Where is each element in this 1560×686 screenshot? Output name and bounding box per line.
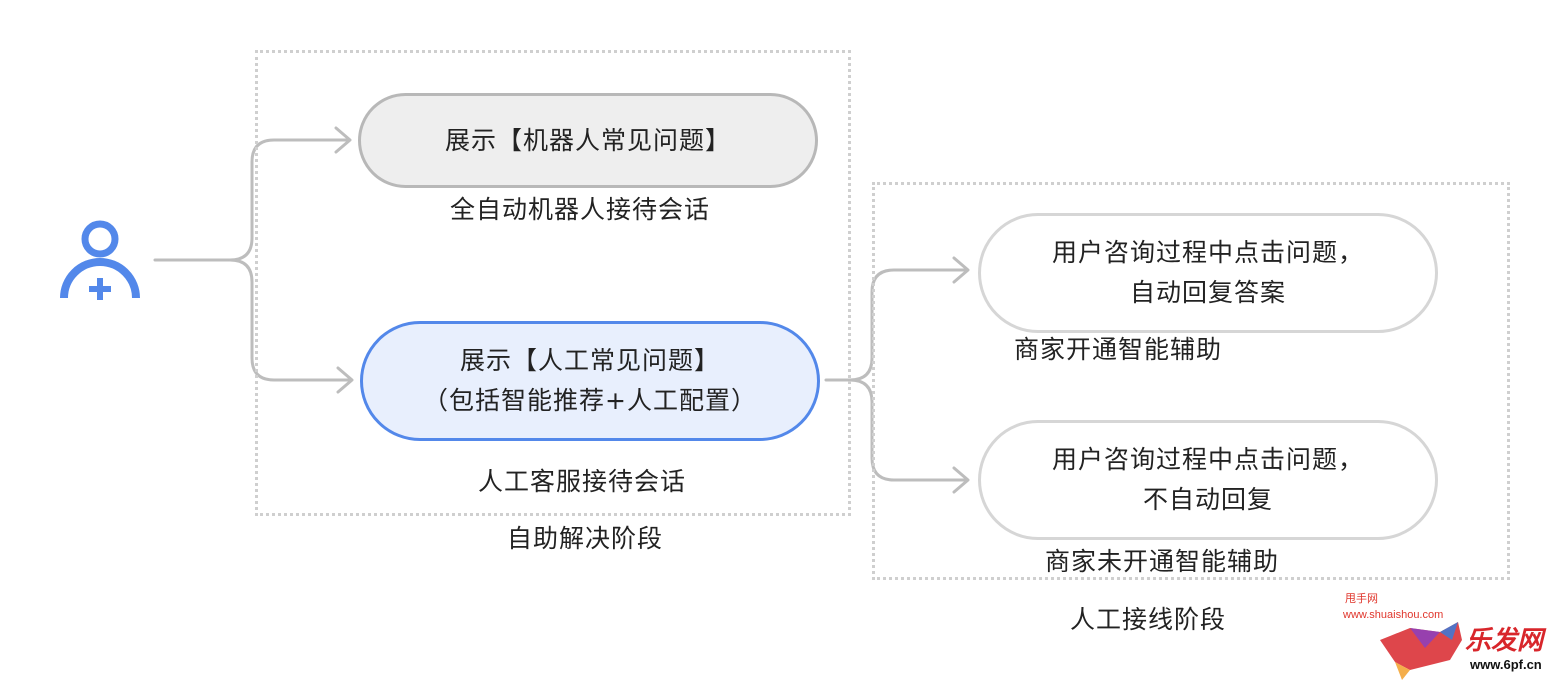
option-human-faq-line-1: 展示【人工常见问题】 — [459, 346, 720, 375]
option-auto-reply-line-1: 用户咨询过程中点击问题， — [1051, 238, 1364, 267]
arrowhead-human — [336, 366, 354, 394]
connector-user-trunk — [153, 138, 350, 262]
option-robot-faq-line-1: 展示【机器人常见问题】 — [444, 125, 731, 155]
arrowhead-robot — [334, 126, 352, 154]
option-no-auto-reply-line-2: 不自动回复 — [1142, 485, 1273, 514]
option-auto-reply-line-2: 自动回复答案 — [1129, 278, 1286, 307]
option-auto-reply: 用户咨询过程中点击问题， 自动回复答案 — [978, 213, 1438, 333]
watermark-site-name: 甩手网 — [1345, 593, 1378, 605]
option-human-faq-line-2: （包括智能推荐+人工配置） — [423, 386, 757, 415]
caption-no-auto-reply: 商家未开通智能辅助 — [1045, 547, 1280, 576]
option-human-faq: 展示【人工常见问题】 （包括智能推荐+人工配置） — [360, 321, 820, 441]
arrowhead-no-auto-reply — [952, 466, 970, 494]
stage-box-self-service — [255, 50, 851, 516]
connector-user-lower — [228, 258, 352, 382]
arrowhead-auto-reply — [952, 256, 970, 284]
option-no-auto-reply-line-1: 用户咨询过程中点击问题， — [1051, 445, 1364, 474]
stage-box-human — [872, 182, 1510, 580]
watermark-site-url: www.shuaishou.com — [1343, 609, 1444, 621]
option-robot-faq: 展示【机器人常见问题】 — [358, 93, 818, 188]
watermark-brand-url: www.6pf.cn — [1470, 657, 1542, 672]
stage-label-self-service: 自助解决阶段 — [507, 524, 664, 553]
caption-human-faq: 人工客服接待会话 — [478, 467, 687, 496]
option-no-auto-reply: 用户咨询过程中点击问题， 不自动回复 — [978, 420, 1438, 540]
stage-label-human: 人工接线阶段 — [1070, 605, 1227, 634]
watermark-brand: 乐发网 — [1465, 626, 1544, 656]
caption-robot-faq: 全自动机器人接待会话 — [450, 195, 711, 224]
caption-auto-reply: 商家开通智能辅助 — [1014, 335, 1223, 364]
